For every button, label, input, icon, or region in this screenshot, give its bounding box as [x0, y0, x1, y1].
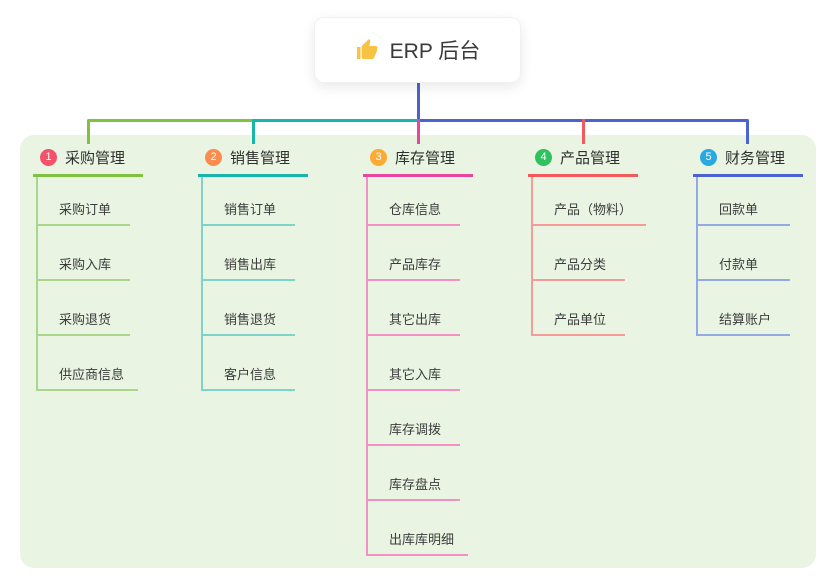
child-item[interactable]: 其它出库	[368, 281, 460, 336]
branches-panel	[20, 135, 816, 568]
child-item[interactable]: 其它入库	[368, 336, 460, 391]
child-item[interactable]: 仓库信息	[368, 177, 460, 226]
child-item[interactable]: 库存调拨	[368, 391, 460, 446]
branch-column-finance: 5 财务管理 回款单 付款单 结算账户	[693, 145, 803, 336]
branch-header-purchase[interactable]: 1 采购管理	[33, 145, 143, 177]
branch-children: 采购订单 采购入库 采购退货 供应商信息	[36, 177, 143, 391]
child-item[interactable]: 客户信息	[203, 336, 295, 391]
child-item[interactable]: 采购退货	[38, 281, 130, 336]
badge-1: 1	[40, 149, 57, 166]
root-node[interactable]: ERP 后台	[315, 18, 520, 82]
root-node-label: ERP 后台	[389, 40, 481, 63]
badge-5: 5	[700, 149, 717, 166]
branch-children: 产品（物料） 产品分类 产品单位	[531, 177, 647, 336]
child-item[interactable]: 付款单	[698, 226, 790, 281]
branch-children: 回款单 付款单 结算账户	[696, 177, 803, 336]
branch-label: 财务管理	[725, 150, 786, 167]
child-item[interactable]: 产品分类	[533, 226, 625, 281]
child-item[interactable]: 采购订单	[38, 177, 130, 226]
child-item[interactable]: 产品（物料）	[533, 177, 647, 226]
child-item[interactable]: 结算账户	[698, 281, 790, 336]
branch-header-sales[interactable]: 2 销售管理	[198, 145, 308, 177]
badge-4: 4	[535, 149, 552, 166]
branch-label: 产品管理	[560, 150, 621, 167]
thumbs-up-icon	[356, 39, 378, 59]
branch-header-inventory[interactable]: 3 库存管理	[363, 145, 473, 177]
child-item[interactable]: 采购入库	[38, 226, 130, 281]
child-item[interactable]: 出库库明细	[368, 501, 469, 556]
branch-label: 库存管理	[395, 150, 456, 167]
branch-header-product[interactable]: 4 产品管理	[528, 145, 638, 177]
badge-3: 3	[370, 149, 387, 166]
branch-column-sales: 2 销售管理 销售订单 销售出库 销售退货 客户信息	[198, 145, 308, 391]
child-item[interactable]: 库存盘点	[368, 446, 460, 501]
branch-label: 采购管理	[65, 150, 126, 167]
branch-column-product: 4 产品管理 产品（物料） 产品分类 产品单位	[528, 145, 647, 336]
badge-2: 2	[205, 149, 222, 166]
branch-column-purchase: 1 采购管理 采购订单 采购入库 采购退货 供应商信息	[33, 145, 143, 391]
child-item[interactable]: 回款单	[698, 177, 790, 226]
child-item[interactable]: 产品单位	[533, 281, 625, 336]
branch-label: 销售管理	[230, 150, 291, 167]
child-item[interactable]: 销售出库	[203, 226, 295, 281]
child-item[interactable]: 销售退货	[203, 281, 295, 336]
child-item[interactable]: 供应商信息	[38, 336, 139, 391]
child-item[interactable]: 产品库存	[368, 226, 460, 281]
child-item[interactable]: 销售订单	[203, 177, 295, 226]
branch-children: 销售订单 销售出库 销售退货 客户信息	[201, 177, 308, 391]
branch-column-inventory: 3 库存管理 仓库信息 产品库存 其它出库 其它入库 库存调拨 库存盘点 出库库…	[363, 145, 473, 556]
branch-header-finance[interactable]: 5 财务管理	[693, 145, 803, 177]
branch-children: 仓库信息 产品库存 其它出库 其它入库 库存调拨 库存盘点 出库库明细	[366, 177, 473, 556]
